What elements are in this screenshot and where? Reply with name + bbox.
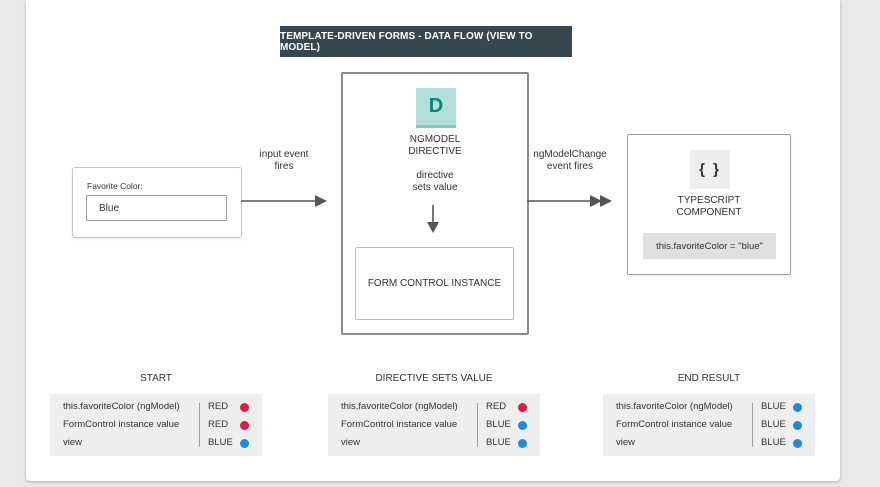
row-value: BLUE: [486, 437, 511, 448]
status-dot: [240, 439, 249, 448]
favorite-color-input[interactable]: Blue: [86, 195, 227, 221]
row-value: BLUE: [486, 419, 511, 430]
row-key: view: [63, 437, 83, 448]
table-row: this.favoriteColor (ngModel) RED: [50, 398, 262, 416]
directive-name-line: NGMODEL: [409, 134, 461, 145]
status-dot: [793, 421, 802, 430]
view-input-box: Favorite Color: Blue: [72, 167, 242, 238]
row-key: this.favoriteColor (ngModel): [341, 401, 458, 412]
table-row: view BLUE: [328, 434, 540, 452]
status-dot: [240, 421, 249, 430]
edge-label-input-event: input event fires: [250, 149, 318, 173]
directive-note: directive sets value: [343, 170, 527, 194]
status-dot: [518, 403, 527, 412]
directive-name: NGMODEL DIRECTIVE: [343, 134, 527, 158]
component-name-line: COMPONENT: [676, 207, 742, 218]
table-divider: [199, 403, 200, 447]
row-key: FormControl instance value: [63, 419, 180, 430]
row-value: BLUE: [761, 437, 786, 448]
row-value: BLUE: [208, 437, 233, 448]
component-code: this.favoriteColor = "blue": [643, 233, 776, 259]
table-title-directive-sets-value: DIRECTIVE SETS VALUE: [375, 373, 493, 384]
braces-icon: { }: [690, 150, 730, 189]
table-row: this.favoriteColor (ngModel) RED: [328, 398, 540, 416]
table-title-end-result: END RESULT: [677, 373, 741, 384]
table-row: FormControl instance value RED: [50, 416, 262, 434]
diagram-title: TEMPLATE-DRIVEN FORMS - DATA FLOW (VIEW …: [280, 26, 572, 57]
row-value: BLUE: [761, 401, 786, 412]
state-table-start: this.favoriteColor (ngModel) RED FormCont…: [50, 394, 262, 456]
directive-name-line: DIRECTIVE: [408, 146, 462, 157]
table-row: FormControl instance value BLUE: [328, 416, 540, 434]
table-row: view BLUE: [50, 434, 262, 452]
edge-label-line: ngModelChange: [533, 149, 607, 160]
row-key: view: [616, 437, 636, 448]
state-table-directive-sets-value: this.favoriteColor (ngModel) RED FormCont…: [328, 394, 540, 456]
row-key: view: [341, 437, 361, 448]
row-value: RED: [208, 401, 229, 412]
row-value: RED: [208, 419, 229, 430]
table-row: this.favoriteColor (ngModel) BLUE: [603, 398, 815, 416]
table-title-start: START: [140, 373, 172, 384]
directive-note-line: sets value: [412, 182, 458, 193]
status-dot: [518, 439, 527, 448]
directive-badge-icon: D: [416, 88, 456, 128]
edge-label-line: fires: [274, 161, 294, 172]
table-divider: [752, 403, 753, 447]
row-key: this.favoriteColor (ngModel): [63, 401, 180, 412]
table-row: view BLUE: [603, 434, 815, 452]
edge-label-line: event fires: [546, 161, 594, 172]
form-control-instance-box: FORM CONTROL INSTANCE: [355, 247, 514, 320]
typescript-component-box: { } TYPESCRIPT COMPONENT this.favoriteCo…: [627, 134, 791, 275]
state-table-end-result: this.favoriteColor (ngModel) BLUE FormCon…: [603, 394, 815, 456]
status-dot: [240, 403, 249, 412]
edge-label-line: input event: [259, 149, 309, 160]
row-value: RED: [486, 401, 507, 412]
row-value: BLUE: [761, 419, 786, 430]
edge-label-ngmodelchange: ngModelChange event fires: [530, 149, 610, 173]
favorite-color-label: Favorite Color:: [87, 181, 143, 191]
table-row: FormControl instance value BLUE: [603, 416, 815, 434]
row-key: this.favoriteColor (ngModel): [616, 401, 733, 412]
component-name-line: TYPESCRIPT: [677, 195, 741, 206]
directive-note-line: directive: [416, 170, 454, 181]
ngmodel-directive-box: D NGMODEL DIRECTIVE directive sets value…: [341, 72, 529, 335]
component-name: TYPESCRIPT COMPONENT: [628, 195, 790, 219]
status-dot: [793, 439, 802, 448]
row-key: FormControl instance value: [616, 419, 733, 430]
table-divider: [477, 403, 478, 447]
status-dot: [518, 421, 527, 430]
row-key: FormControl instance value: [341, 419, 458, 430]
status-dot: [793, 403, 802, 412]
